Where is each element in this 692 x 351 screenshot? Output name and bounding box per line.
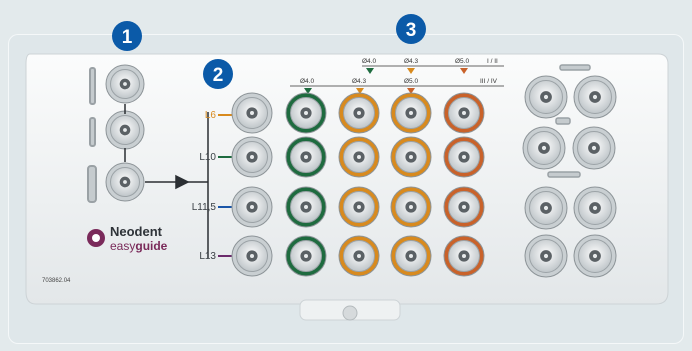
right-well-1: [524, 75, 568, 119]
callout-3: 3: [396, 14, 426, 44]
drill-well-r4-c3: [338, 235, 380, 277]
implant-driver-icon: [547, 64, 591, 178]
drill-well-r1-c4: [390, 92, 432, 134]
drill-well-r4-c5: [443, 235, 485, 277]
well-column1-2: [105, 110, 145, 150]
svg-text:easyguide: easyguide: [110, 239, 168, 253]
drill-well-r2-c1: [231, 136, 273, 178]
callout-1: 1: [112, 21, 142, 51]
callout-2: 2: [203, 59, 233, 89]
brand-product-suffix: guide: [135, 239, 167, 253]
header-bottom-class: III / IV: [480, 78, 498, 85]
drill-well-r3-c3: [338, 186, 380, 228]
right-well-5: [524, 186, 568, 230]
callout-1-label: 1: [122, 27, 133, 48]
right-well-7: [524, 234, 568, 278]
drill-bit-icon: [87, 67, 97, 203]
connector-lines: [124, 104, 209, 258]
right-well-3: [522, 126, 566, 170]
right-well-6: [573, 186, 617, 230]
row-label-l13: L13: [199, 251, 216, 262]
header-top-d50: Ø5.0: [455, 58, 469, 65]
right-well-8: [573, 234, 617, 278]
drill-well-r2-c2: [285, 136, 327, 178]
drill-well-r4-c2: [285, 235, 327, 277]
brand-logo: Neodent easyguide: [87, 224, 168, 253]
drill-well-r1-c2: [285, 92, 327, 134]
arrow-right-icon: [175, 174, 190, 190]
drill-well-r3-c2: [285, 186, 327, 228]
row-label-l11-5: L11,5: [192, 202, 217, 213]
row-label-l10: L10: [199, 152, 216, 163]
callout-2-label: 2: [213, 65, 224, 86]
well-column1-3: [105, 162, 145, 202]
drill-well-r3-c4: [390, 186, 432, 228]
tray-body: [25, 53, 669, 321]
drill-well-r1-c3: [338, 92, 380, 134]
part-number: 703862.04: [42, 278, 71, 284]
header-bottom-d50: Ø5.0: [404, 78, 418, 85]
drill-well-r1-c1: [231, 92, 273, 134]
drill-grid: [231, 92, 485, 277]
drill-well-r4-c4: [390, 235, 432, 277]
header-bottom-d43: Ø4.3: [352, 78, 366, 85]
header-top-class: I / II: [487, 58, 498, 65]
drill-well-r4-c1: [231, 235, 273, 277]
right-well-4: [572, 126, 616, 170]
right-well-2: [573, 75, 617, 119]
brand-name: Neodent: [110, 224, 163, 239]
drill-well-r3-c1: [231, 186, 273, 228]
right-instrument-wells: [522, 75, 617, 278]
well-column1-1: [105, 64, 145, 104]
header-top-d40: Ø4.0: [362, 58, 376, 65]
instrument-column-1: [105, 64, 145, 202]
brand-product-prefix: easy: [110, 239, 135, 253]
drill-well-r2-c3: [338, 136, 380, 178]
header-top-d43: Ø4.3: [404, 58, 418, 65]
header-bottom-d40: Ø4.0: [300, 78, 314, 85]
drill-well-r2-c4: [390, 136, 432, 178]
drill-well-r3-c5: [443, 186, 485, 228]
drill-well-r2-c5: [443, 136, 485, 178]
row-label-l6: L6: [205, 110, 217, 121]
diameter-header: Ø4.0 Ø4.3 Ø5.0 I / II Ø4.0 Ø4.3 Ø5.0 III…: [290, 58, 504, 94]
callout-3-label: 3: [406, 20, 417, 41]
drill-well-r1-c5: [443, 92, 485, 134]
